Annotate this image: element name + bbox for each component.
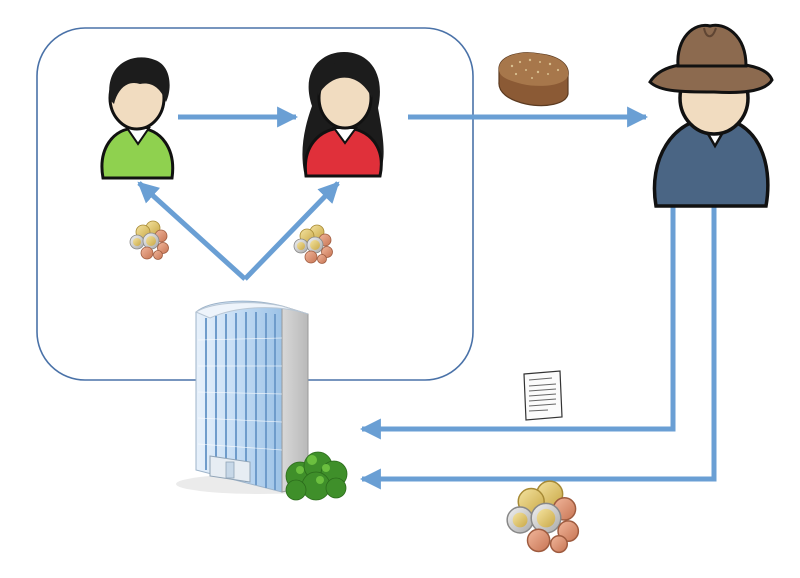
bread-loaf-icon — [498, 52, 569, 107]
office-building-icon — [176, 300, 348, 501]
farmer-cowboy-hat-icon — [648, 23, 774, 208]
arrow-company-to-red — [243, 181, 340, 281]
arrows — [137, 106, 717, 490]
coins-icon — [293, 224, 333, 264]
coins-icon — [129, 220, 169, 260]
document-invoice-icon — [523, 370, 563, 421]
person-female-red-icon — [302, 52, 384, 178]
arrow-farmer-to-company-money — [359, 205, 717, 490]
coins-icon — [506, 480, 580, 554]
person-male-green-icon — [100, 57, 175, 180]
arrow-farmer-to-company-invoice — [359, 205, 676, 440]
arrow-company-to-green — [137, 181, 247, 281]
